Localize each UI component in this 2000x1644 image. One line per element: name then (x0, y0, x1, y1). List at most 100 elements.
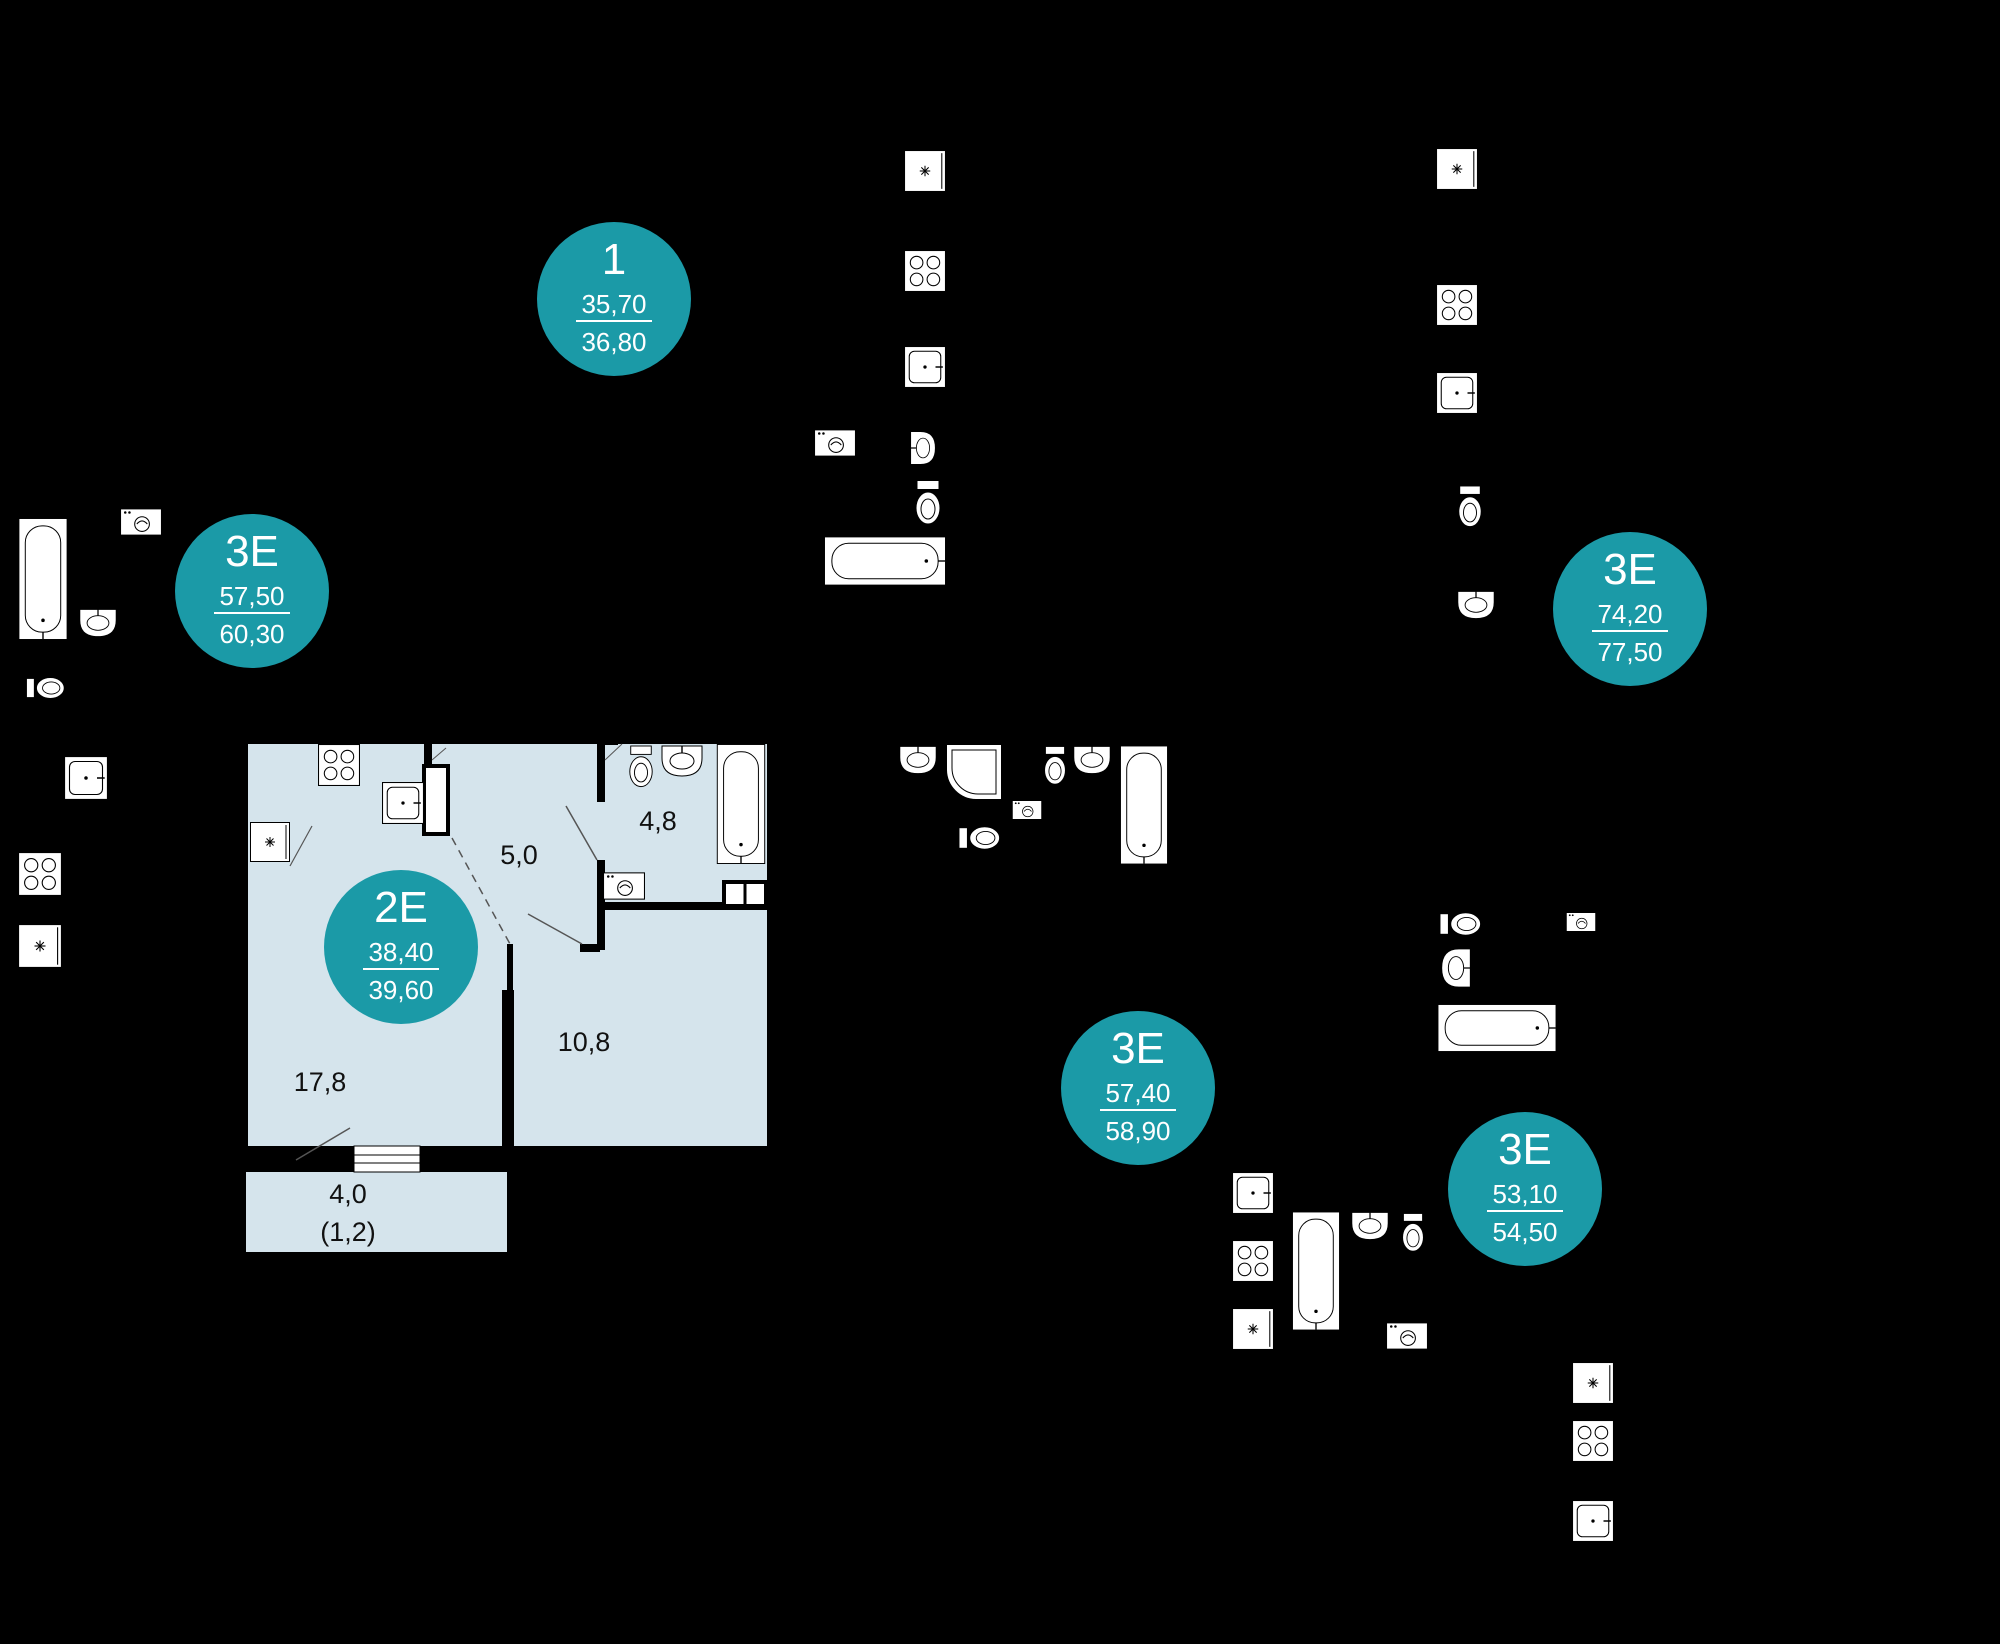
toilet-icon (1402, 1213, 1424, 1252)
kitchen-sink-icon (1436, 372, 1478, 414)
fridge-icon (250, 822, 290, 862)
kitchen-sink-icon (1232, 1172, 1274, 1214)
area-divider (1100, 1109, 1176, 1111)
washbasin-icon (1440, 948, 1472, 988)
living-area: 74,20 (1597, 599, 1663, 629)
washing-machine-icon (603, 872, 645, 900)
apartment-type: 3Е (1603, 545, 1657, 594)
fridge-icon (904, 150, 946, 192)
living-area: 53,10 (1492, 1179, 1558, 1209)
apartment-badge-3e-middle[interactable]: 3Е 57,40 58,90 (1061, 1011, 1215, 1165)
fridge-icon (1232, 1308, 1274, 1350)
apartment-type: 2Е (374, 883, 428, 932)
stove-icon (904, 250, 946, 292)
kitchen-sink-icon (382, 782, 424, 824)
washbasin-icon (899, 745, 937, 775)
room-area-living-room: 17,8 (293, 1067, 347, 1097)
total-area: 39,60 (368, 975, 434, 1005)
washbasin-icon (1351, 1211, 1389, 1241)
wall-bedroom-left (502, 990, 514, 1146)
door-bedroom (527, 913, 583, 945)
apartment-type: 3Е (225, 527, 279, 576)
living-area: 57,40 (1105, 1078, 1171, 1108)
washing-machine-icon (1012, 799, 1042, 821)
washing-machine-icon (814, 429, 856, 457)
apartment-badge-2e[interactable]: 2Е 38,40 39,60 (324, 870, 478, 1024)
door-bathroom (565, 805, 598, 861)
kitchen-sink-icon (904, 346, 946, 388)
bathtub-icon (716, 744, 766, 864)
toilet-icon (958, 826, 1001, 850)
area-divider (363, 968, 439, 970)
apartment-badge-1[interactable]: 1 35,70 36,80 (537, 222, 691, 376)
fridge-icon (18, 924, 62, 968)
living-area: 57,50 (219, 581, 285, 611)
total-area: 54,50 (1492, 1217, 1558, 1247)
room-area-bedroom: 10,8 (557, 1027, 611, 1057)
area-divider (1487, 1210, 1563, 1212)
washbasin-icon (661, 745, 703, 777)
kitchen-sink-icon (1572, 1500, 1614, 1542)
total-area: 60,30 (219, 619, 285, 649)
stove-icon (18, 852, 62, 896)
apartment-type: 1 (601, 235, 627, 284)
washbasin-icon (79, 608, 117, 638)
washbasin-icon (1073, 745, 1111, 775)
apartment-2e-plan (246, 743, 768, 1252)
wall-balcony-right (420, 1146, 510, 1172)
toilet-icon (1458, 485, 1482, 528)
toilet-icon (1044, 746, 1066, 785)
apartment-type: 3Е (1111, 1024, 1165, 1073)
room-area-balcony-reduced: (1,2) (320, 1217, 376, 1247)
washbasin-icon (909, 430, 937, 466)
room-area-balcony: 4,0 (329, 1179, 367, 1209)
wall-bathroom-left (597, 744, 605, 802)
door-balcony (295, 1127, 351, 1161)
toilet-icon (1439, 912, 1482, 936)
washbasin-icon (1457, 590, 1495, 620)
stove-icon (318, 744, 360, 786)
kitchen-sink-icon (64, 756, 108, 800)
fridge-icon (1572, 1362, 1614, 1404)
stove-icon (1436, 284, 1478, 326)
bathtub-icon (18, 518, 68, 640)
washing-machine-icon (120, 508, 162, 536)
door-hall-living (451, 837, 511, 945)
apartment-badge-3e-lower[interactable]: 3Е 53,10 54,50 (1448, 1112, 1602, 1266)
fridge-icon (1436, 148, 1478, 190)
balcony-window (353, 1145, 421, 1173)
room-area-bathroom: 4,8 (639, 806, 677, 836)
wall-balcony-left (248, 1146, 298, 1172)
wall-bathroom-bottom (601, 902, 767, 910)
total-area: 77,50 (1597, 637, 1663, 667)
toilet-icon (26, 677, 65, 699)
bathtub-icon (1120, 745, 1168, 865)
area-divider (1592, 630, 1668, 632)
washing-machine-icon (1386, 1322, 1428, 1350)
stove-icon (1232, 1240, 1274, 1282)
bathtub-icon (1437, 1004, 1557, 1052)
apartment-badge-3e-left[interactable]: 3Е 57,50 60,30 (175, 514, 329, 668)
toilet-icon (915, 480, 941, 525)
total-area: 36,80 (581, 327, 647, 357)
bedroom-floor (599, 906, 767, 1146)
stove-icon (1572, 1420, 1614, 1462)
area-divider (214, 612, 290, 614)
balcony-floor (246, 1172, 507, 1252)
total-area: 58,90 (1105, 1116, 1171, 1146)
living-area: 35,70 (581, 289, 647, 319)
apartment-badge-3e-right[interactable]: 3Е 74,20 77,50 (1553, 532, 1707, 686)
shower-icon (946, 744, 1002, 800)
room-area-hallway: 5,0 (500, 840, 538, 870)
washing-machine-icon (1566, 911, 1596, 933)
wall-hall-corner (580, 944, 600, 952)
bathtub-icon (1292, 1211, 1340, 1331)
bathtub-icon (824, 536, 946, 586)
apartment-type: 3Е (1498, 1125, 1552, 1174)
toilet-icon (629, 745, 653, 788)
area-divider (576, 320, 652, 322)
wall-bedroom-stub (507, 944, 513, 990)
ventilation-shaft (422, 764, 450, 836)
